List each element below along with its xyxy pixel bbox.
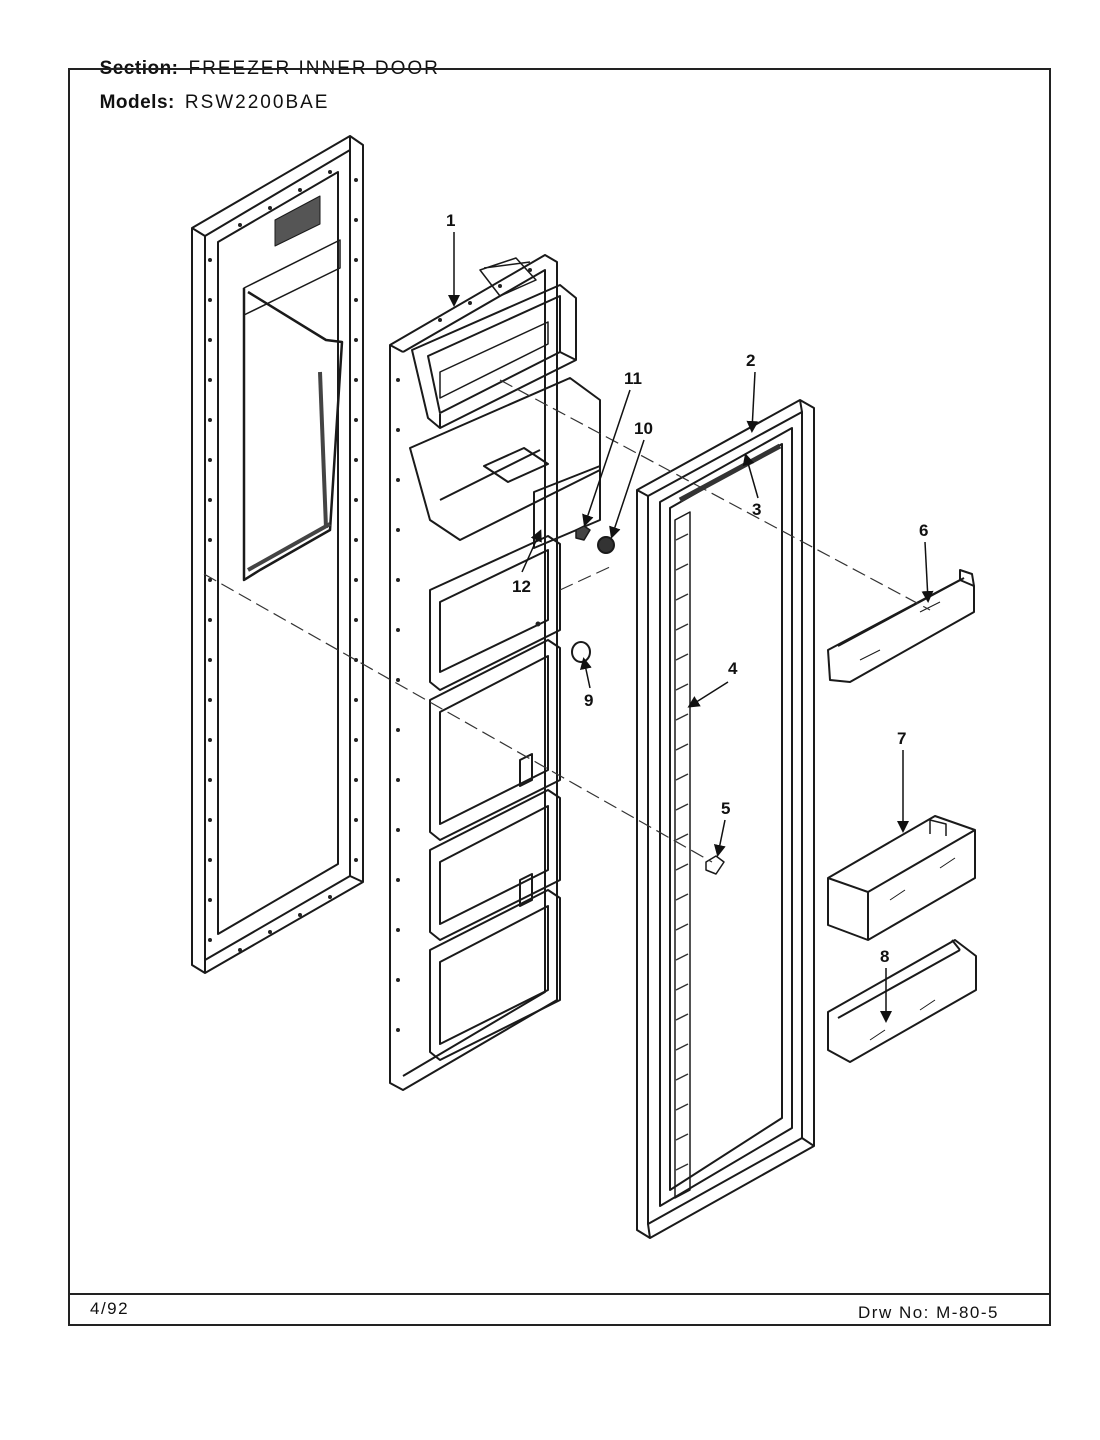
door-bin-6 bbox=[827, 569, 975, 683]
callout-labels: 1 2 3 4 5 6 7 8 9 10 11 12 bbox=[446, 211, 928, 966]
drawing-frame bbox=[68, 68, 1051, 1326]
door-bin-7 bbox=[827, 815, 976, 941]
outer-door-panel bbox=[191, 135, 364, 974]
door-gasket bbox=[636, 399, 815, 1239]
models-label: Models: bbox=[99, 92, 175, 113]
models-value: RSW2200BAE bbox=[184, 92, 330, 113]
leader-lines bbox=[448, 232, 934, 1023]
callout-12: 12 bbox=[512, 577, 531, 596]
drawing-date: 4/92 bbox=[90, 1299, 130, 1318]
callout-8: 8 bbox=[880, 947, 889, 966]
spacer-10 bbox=[597, 536, 615, 554]
inner-door-liner bbox=[389, 254, 601, 1091]
callout-3: 3 bbox=[752, 500, 761, 519]
callout-4: 4 bbox=[728, 659, 738, 678]
callout-5: 5 bbox=[721, 799, 730, 818]
callout-9: 9 bbox=[584, 691, 593, 710]
footer-rule bbox=[68, 1293, 1051, 1295]
screw-11 bbox=[575, 525, 591, 541]
callout-11: 11 bbox=[624, 369, 642, 388]
callout-7: 7 bbox=[897, 729, 906, 748]
plug-9 bbox=[571, 641, 591, 663]
models-line: Models: RSW2200BAE bbox=[88, 70, 329, 114]
callout-10: 10 bbox=[634, 419, 653, 438]
callout-2: 2 bbox=[746, 351, 755, 370]
door-bin-8 bbox=[827, 939, 977, 1063]
screw-hole-row bbox=[208, 170, 358, 952]
callout-1: 1 bbox=[446, 211, 455, 230]
drawing-number: Drw No: M-80-5 bbox=[858, 1303, 999, 1322]
assembly-lines bbox=[203, 379, 931, 863]
callout-6: 6 bbox=[919, 521, 928, 540]
